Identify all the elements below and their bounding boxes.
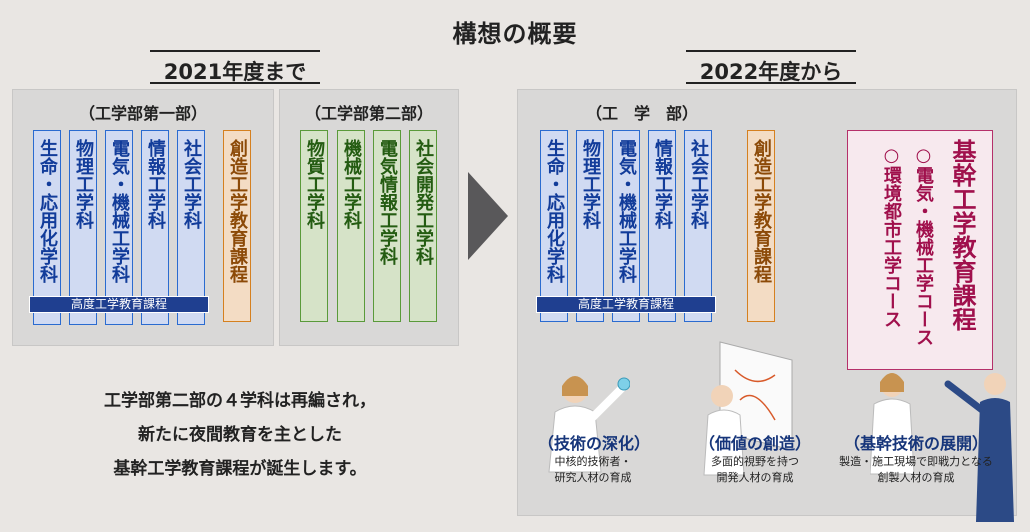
- dept2-title: （工学部第二部）: [304, 104, 433, 123]
- period-before-underline: [150, 82, 320, 84]
- dept1-advanced-bar: 高度工学教育課程: [29, 296, 209, 313]
- feature-1-heading: （技術の深化）: [538, 434, 651, 453]
- after-title: （工 学 部）: [585, 104, 698, 123]
- summary-text: 工学部第二部の４学科は再編され， 新たに夜間教育を主とした 基幹工学教育課程が誕…: [30, 384, 450, 486]
- summary-line-3: 基幹工学教育課程が誕生します。: [113, 459, 367, 479]
- dept1-course-3: 電気・機械工学科: [105, 130, 133, 325]
- dept1-creative: 創造工学教育課程: [223, 130, 251, 322]
- period-after: 2022年度から: [699, 60, 843, 84]
- page-title: 構想の概要: [452, 20, 578, 48]
- feature-2-line-1: 多面的視野を持つ: [711, 455, 799, 468]
- dept1-course-2: 物理工学科: [69, 130, 97, 325]
- period-after-overline: [686, 50, 856, 52]
- after-creative: 創造工学教育課程: [747, 130, 775, 322]
- feature-3-line-2: 創製人材の育成: [877, 471, 955, 484]
- feature-2: （価値の創造） 多面的視野を持つ 開発人材の育成: [685, 430, 825, 486]
- period-before: 2021年度まで: [163, 60, 307, 84]
- after-course-4: 情報工学科: [648, 130, 676, 322]
- dept2-course-3: 電気情報工学科: [373, 130, 401, 322]
- feature-2-heading: （価値の創造）: [698, 434, 811, 453]
- scientist-illustration: [548, 376, 630, 473]
- after-course-1: 生命・応用化学科: [540, 130, 568, 322]
- researcher-illustration: [703, 341, 793, 476]
- feature-1: （技術の深化） 中核的技術者・ 研究人材の育成: [538, 430, 651, 486]
- feature-3: （基幹技術の展開） 製造・施工現場で即戦力となる 創製人材の育成: [836, 430, 996, 486]
- after-advanced-bar: 高度工学教育課程: [536, 296, 716, 313]
- dept1-course-1: 生命・応用化学科: [33, 130, 61, 325]
- feature-3-line-1: 製造・施工現場で即戦力となる: [839, 455, 993, 468]
- feature-2-line-2: 開発人材の育成: [716, 471, 794, 484]
- after-course-5: 社会工学科: [684, 130, 712, 322]
- feature-3-heading: （基幹技術の展開）: [843, 434, 988, 453]
- dept2-course-1: 物質工学科: [300, 130, 328, 322]
- dept1-course-5: 社会工学科: [177, 130, 205, 325]
- kikan-course-1: ○電気・機械工学コース: [913, 145, 934, 346]
- dept2-course-4: 社会開発工学科: [409, 130, 437, 322]
- after-course-2: 物理工学科: [576, 130, 604, 322]
- feature-1-line-1: 中核的技術者・: [554, 455, 632, 468]
- kikan-box: 基幹工学教育課程 ○電気・機械工学コース ○環境都市工学コース: [847, 130, 993, 370]
- after-course-3: 電気・機械工学科: [612, 130, 640, 322]
- engineers-illustration: [870, 373, 1014, 522]
- dept1-course-4: 情報工学科: [141, 130, 169, 325]
- period-before-overline: [150, 50, 320, 52]
- feature-1-line-2: 研究人材の育成: [554, 471, 632, 484]
- transition-arrow-icon: [468, 172, 508, 260]
- summary-line-1: 工学部第二部の４学科は再編され，: [104, 391, 376, 411]
- dept2-course-2: 機械工学科: [337, 130, 365, 322]
- summary-line-2: 新たに夜間教育を主とした: [138, 425, 342, 445]
- period-after-underline: [686, 82, 856, 84]
- kikan-title: 基幹工学教育課程: [948, 139, 976, 331]
- dept1-title: （工学部第一部）: [78, 104, 207, 123]
- kikan-course-2: ○環境都市工学コース: [881, 145, 902, 328]
